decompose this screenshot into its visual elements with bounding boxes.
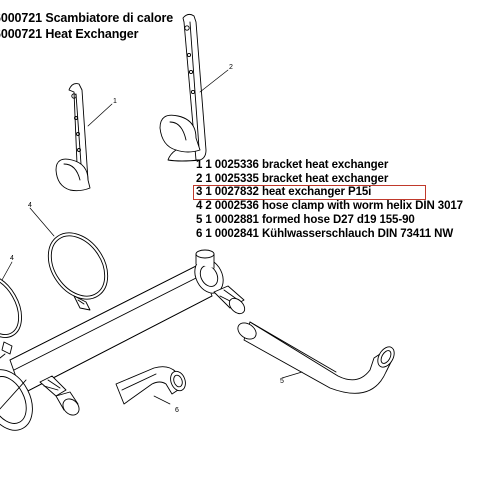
hose-clamp-4-upper-part	[47, 232, 109, 311]
parts-list-row: 2 1 0025335 bracket heat exchanger	[196, 173, 389, 185]
callout-4-left: 4	[10, 255, 14, 262]
callout-1: 1	[113, 98, 117, 105]
callout-5: 5	[280, 378, 284, 385]
title-italian: 6000721 Scambiatore di calore	[0, 11, 174, 25]
highlighted-row-box	[193, 185, 426, 200]
callout-4-upper: 4	[28, 202, 32, 209]
parts-list-row: 4 2 0002536 hose clamp with worm helix D…	[196, 200, 463, 212]
heat-exchanger-body-part	[0, 249, 246, 431]
leader-lines	[1, 69, 303, 405]
callout-6: 6	[175, 407, 179, 414]
parts-list-row: 1 1 0025336 bracket heat exchanger	[196, 159, 389, 171]
bracket-1-part	[55, 83, 91, 192]
parts-list-row: 6 1 0002841 Kühlwasserschlauch DIN 73411…	[196, 228, 454, 240]
hose-clamp-4-left-part	[0, 274, 22, 355]
title-english: 6000721 Heat Exchanger	[0, 27, 139, 41]
callout-2: 2	[229, 64, 233, 71]
parts-list-row: 5 1 0002881 formed hose D27 d19 155-90	[196, 214, 415, 226]
formed-hose-5-part	[237, 321, 395, 394]
bracket-2-part	[159, 13, 207, 162]
parts-list-row-highlighted: 3 1 0027832 heat exchanger P15i	[196, 186, 372, 198]
hose-6-part	[115, 366, 186, 405]
